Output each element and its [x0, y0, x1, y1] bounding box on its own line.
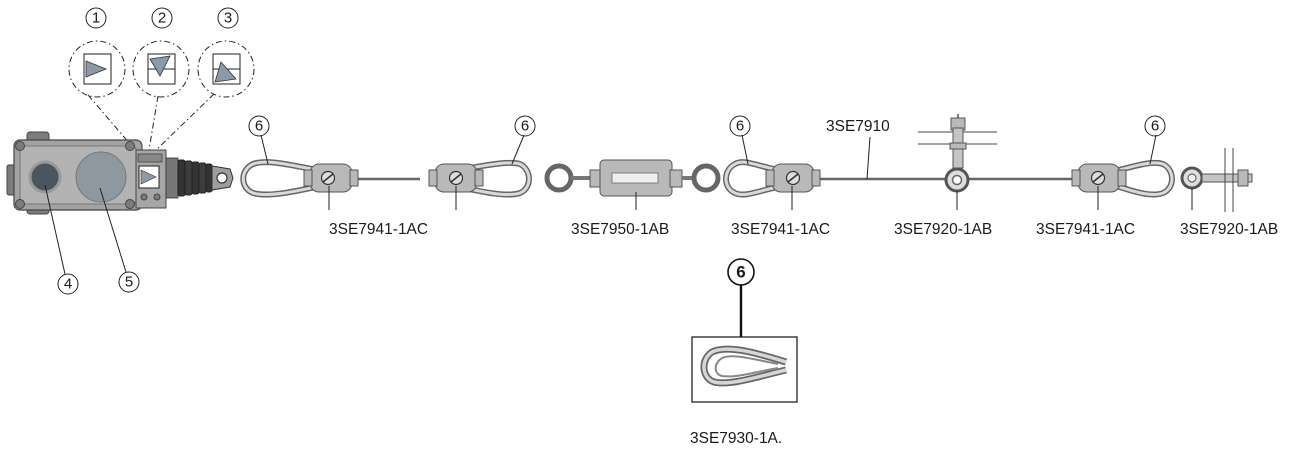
rope-segment-2 — [723, 114, 1175, 198]
rope-clamp — [1071, 163, 1127, 193]
callout-6: 6 — [736, 263, 745, 282]
callout-6: 6 — [736, 118, 744, 135]
label-thimble: 3SE7930-1A. — [690, 430, 782, 447]
indicator-arrow-icon — [149, 55, 171, 77]
indicator-arrow-icon — [85, 60, 108, 78]
indicator-detail-1: 1 — [68, 7, 126, 98]
label-rope-clamp-right: 3SE7941-1AC — [1036, 221, 1135, 238]
rope-clamp — [303, 163, 359, 193]
callout-2: 2 — [158, 10, 166, 27]
indicator-arrow-icon — [214, 61, 237, 83]
callout-5: 5 — [125, 274, 133, 291]
eyebolt-mid — [918, 114, 997, 193]
turnbuckle — [544, 159, 721, 197]
label-eyebolt-end: 3SE7920-1AB — [1180, 221, 1278, 238]
cable-pull-switch — [6, 131, 234, 215]
label-rope-clamp-mid: 3SE7941-1AC — [731, 221, 830, 238]
rope-segment-1 — [240, 159, 532, 198]
rope-clamp — [428, 163, 484, 193]
reset-button — [28, 160, 62, 194]
callout-1: 1 — [92, 10, 100, 27]
callout-4: 4 — [64, 276, 72, 293]
label-rope-clamp-left: 3SE7941-1AC — [329, 221, 428, 238]
bellows — [165, 157, 234, 199]
callout-6: 6 — [1151, 118, 1159, 135]
label-eyebolt-mid: 3SE7920-1AB — [894, 221, 992, 238]
indicator-detail-2: 2 — [132, 7, 190, 98]
indicator-detail-3: 3 — [197, 7, 255, 98]
callout-6: 6 — [521, 118, 529, 135]
rope-clamp — [765, 163, 821, 193]
callout-6: 6 — [255, 118, 263, 135]
callout-3: 3 — [224, 10, 232, 27]
label-rope: 3SE7910 — [826, 118, 890, 135]
thimble-detail: 6 — [691, 258, 798, 403]
emergency-stop-button — [75, 151, 127, 203]
label-turnbuckle: 3SE7950-1AB — [571, 221, 669, 238]
